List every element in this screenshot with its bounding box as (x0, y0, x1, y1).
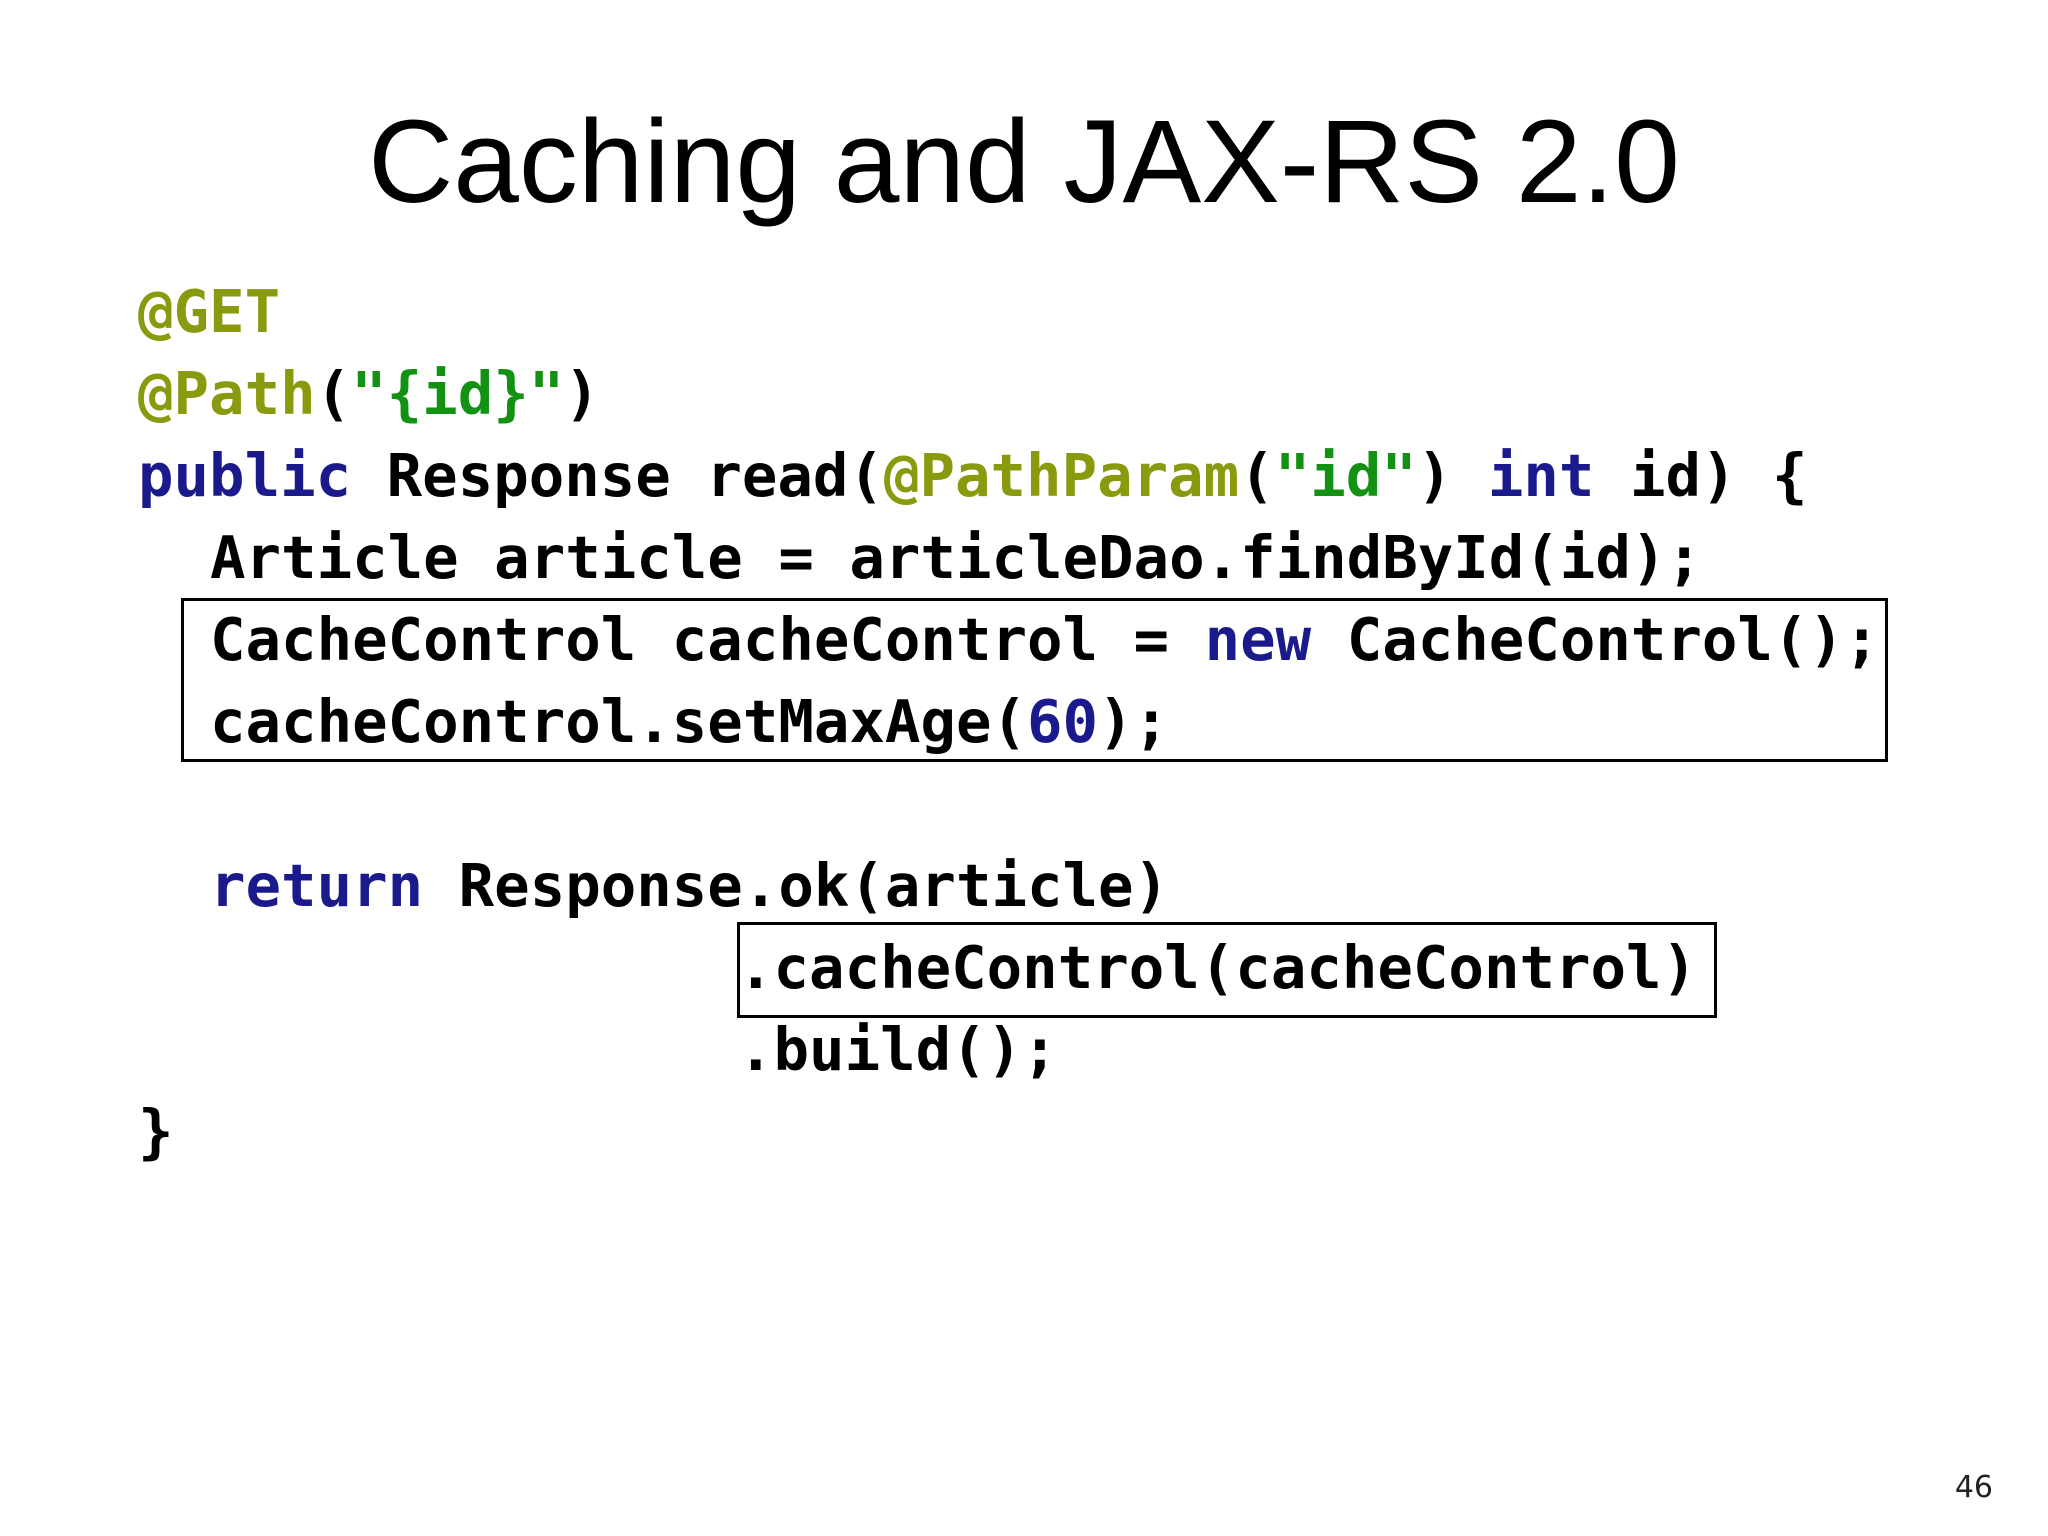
code-line-2: @Path("{id}") (138, 353, 600, 435)
path-string: "{id}" (351, 359, 565, 428)
code-line-1: @GET (138, 271, 280, 353)
code-text: Response read( (351, 441, 884, 510)
max-age-number: 60 (1026, 687, 1099, 756)
code-line-8: .cacheControl(cacheControl) (738, 933, 1698, 1002)
code-text: ( (315, 359, 352, 428)
code-line-5: CacheControl cacheControl = new CacheCon… (210, 599, 1880, 681)
code-line-9: .build(); (738, 1015, 1058, 1084)
code-line-3: public Response read(@PathParam("id") in… (138, 435, 1808, 517)
return-keyword: return (210, 851, 424, 920)
code-line-10: } (138, 1097, 174, 1166)
code-line-6: cacheControl.setMaxAge(60); (210, 681, 1169, 763)
slide-title: Caching and JAX-RS 2.0 (368, 96, 1680, 228)
int-keyword: int (1487, 441, 1595, 510)
path-annotation: @Path (138, 359, 316, 428)
code-line-4: Article article = articleDao.findById(id… (210, 523, 1702, 592)
code-text: ); (1098, 687, 1170, 756)
code-text: CacheControl cacheControl = (210, 605, 1205, 674)
code-text: cacheControl.setMaxAge( (210, 687, 1027, 756)
new-keyword: new (1204, 605, 1312, 674)
id-string: "id" (1274, 441, 1417, 510)
code-text: ) (1416, 441, 1488, 510)
code-line-7: return Response.ok(article) (210, 845, 1169, 927)
get-annotation: @GET (138, 277, 281, 346)
code-text: Response.ok(article) (423, 851, 1170, 920)
public-keyword: public (138, 441, 352, 510)
page-number: 46 (1954, 1470, 1993, 1505)
code-text: ) (564, 359, 600, 428)
highlight-box-cache-control-call (737, 922, 1717, 1018)
pathparam-annotation: @PathParam (883, 441, 1240, 510)
code-text: ( (1239, 441, 1275, 510)
code-text: id) { (1594, 441, 1808, 510)
code-text: CacheControl(); (1311, 605, 1880, 674)
highlight-box-cache-control (181, 598, 1888, 762)
